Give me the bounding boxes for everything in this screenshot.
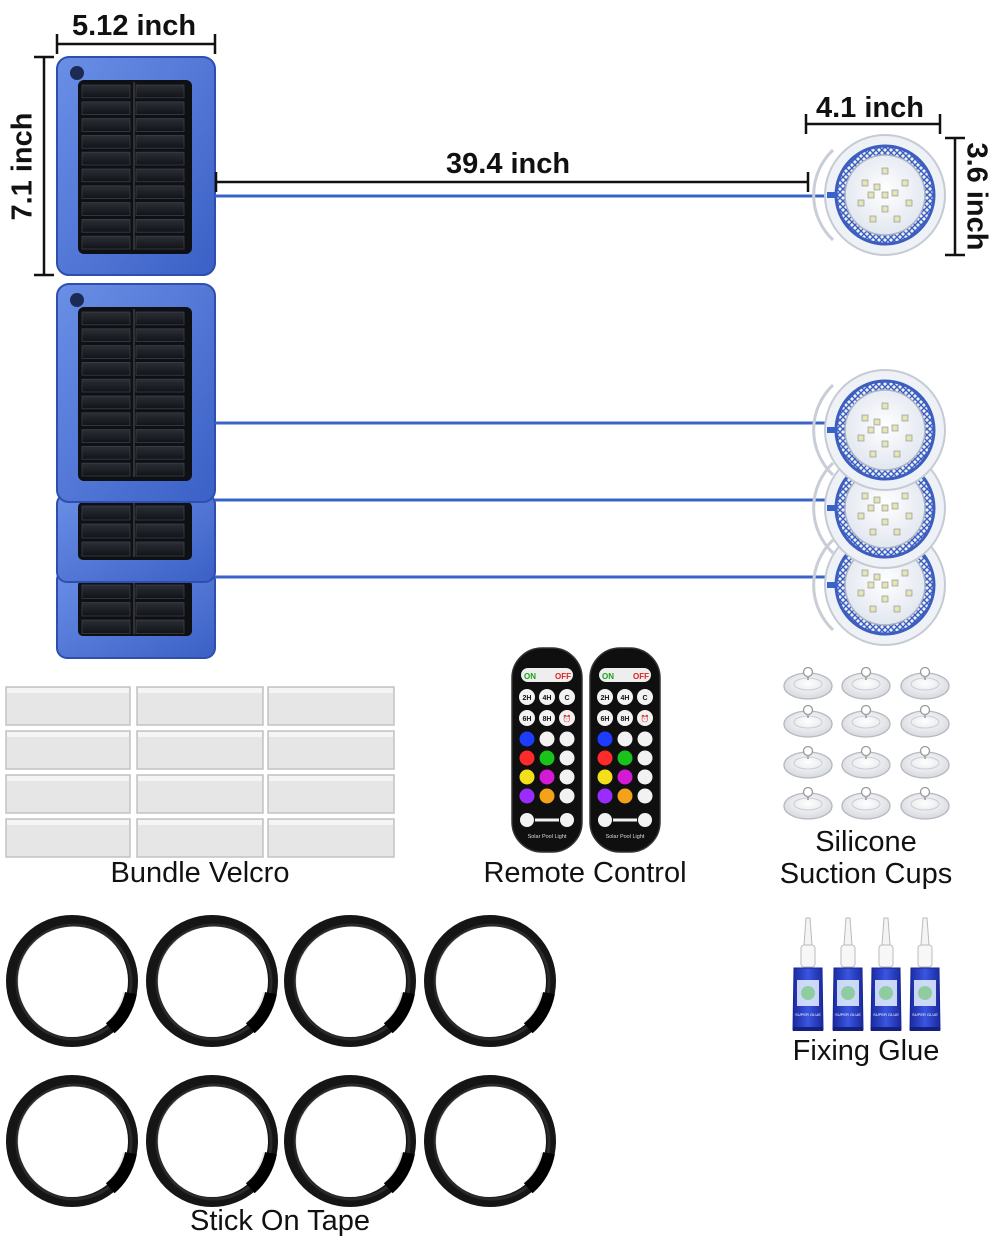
light-width-label: 4.1 inch xyxy=(816,92,924,124)
cable-length-label: 39.4 inch xyxy=(446,148,571,180)
svg-text:SUPER GLUE: SUPER GLUE xyxy=(873,1012,899,1017)
svg-text:C: C xyxy=(564,695,569,702)
svg-text:Solar Pool Light: Solar Pool Light xyxy=(606,834,645,840)
svg-text:2H: 2H xyxy=(523,695,532,702)
panel-width-label: 5.12 inch xyxy=(72,10,197,42)
svg-text:Solar Pool Light: Solar Pool Light xyxy=(528,834,567,840)
pool-light-top xyxy=(812,134,946,256)
velcro-strips xyxy=(5,686,395,858)
svg-text:8H: 8H xyxy=(621,716,630,723)
svg-text:2H: 2H xyxy=(601,695,610,702)
glue-caption: Fixing Glue xyxy=(792,1035,940,1067)
svg-text:⏰: ⏰ xyxy=(641,714,650,723)
svg-text:SUPER GLUE: SUPER GLUE xyxy=(795,1012,821,1017)
suction-cups xyxy=(783,666,950,820)
panel-height-dimension xyxy=(34,55,54,277)
pool-light-1 xyxy=(812,369,946,491)
remote-caption: Remote Control xyxy=(483,857,687,889)
svg-text:SUPER GLUE: SUPER GLUE xyxy=(835,1012,861,1017)
suction-caption-line2: Suction Cups xyxy=(779,858,953,890)
svg-text:6H: 6H xyxy=(523,716,532,723)
light-height-dimension xyxy=(945,136,965,257)
solar-panel-stack xyxy=(56,283,216,659)
svg-text:⏰: ⏰ xyxy=(563,714,572,723)
solar-panel-top xyxy=(56,56,216,276)
svg-text:ON: ON xyxy=(524,672,536,681)
svg-text:ON: ON xyxy=(602,672,614,681)
cable-length-dimension xyxy=(214,172,810,192)
svg-text:4H: 4H xyxy=(621,695,630,702)
svg-text:SUPER GLUE: SUPER GLUE xyxy=(912,1012,938,1017)
panel-height-label: 7.1 inch xyxy=(6,112,39,221)
light-height-label: 3.6 inch xyxy=(960,142,993,251)
svg-text:OFF: OFF xyxy=(633,672,649,681)
remote-controls: ON OFF 2H 4H C 6H 8H ⏰ Solar Pool Light ON OFF 2H 4H… xyxy=(511,647,661,853)
svg-text:C: C xyxy=(642,695,647,702)
tape-caption: Stick On Tape xyxy=(189,1205,370,1237)
glue-tubes: SUPER GLUE SUPER GLUE SUPER GLUE SUPER GLUE xyxy=(792,917,941,1031)
tape-rings xyxy=(6,915,556,1207)
suction-caption-line1: Silicone xyxy=(815,826,917,858)
svg-text:8H: 8H xyxy=(543,716,552,723)
svg-text:OFF: OFF xyxy=(555,672,571,681)
panel-width-dimension xyxy=(55,34,217,54)
svg-text:4H: 4H xyxy=(543,695,552,702)
light-width-dimension xyxy=(804,114,942,134)
svg-text:6H: 6H xyxy=(601,716,610,723)
velcro-caption: Bundle Velcro xyxy=(110,857,290,889)
